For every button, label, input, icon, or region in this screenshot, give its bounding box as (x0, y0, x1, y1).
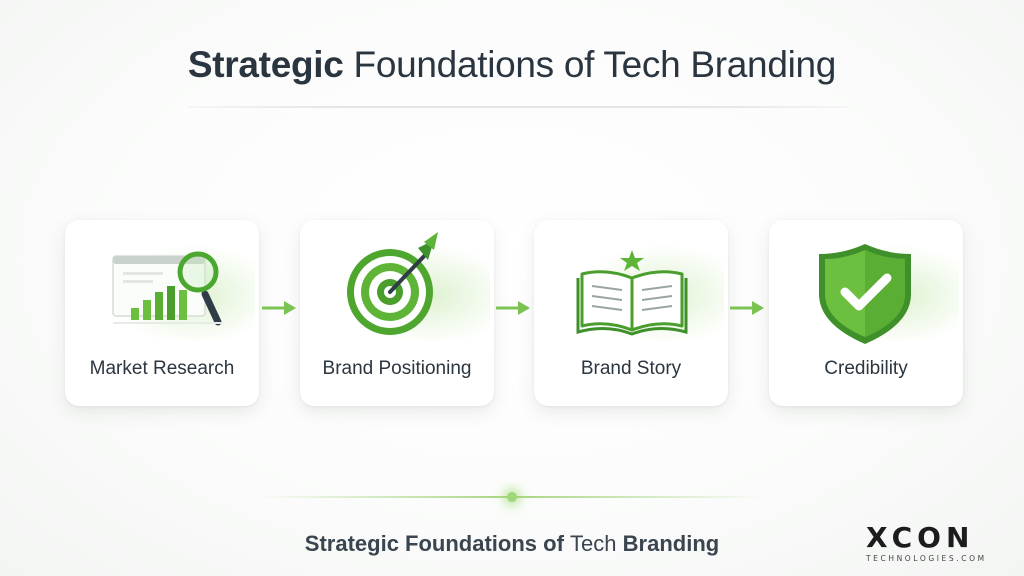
logo-subtitle: TECHNOLOGIES.COM (866, 554, 987, 563)
arrow-right-icon (262, 301, 296, 315)
title-divider (188, 106, 850, 108)
page-title: Strategic Foundations of Tech Branding (187, 44, 837, 85)
arrow-right-icon (496, 301, 530, 315)
card-market-research: Market Research (65, 220, 259, 406)
arrow-right-icon (730, 301, 764, 315)
xcon-logo: XCON TECHNOLOGIES.COM (866, 521, 1006, 564)
target-arrow-icon (347, 232, 438, 335)
logo-wordmark: XCON (866, 521, 975, 554)
card-label: Market Research (89, 358, 235, 379)
card-brand-story: Brand Story (534, 220, 728, 406)
card-brand-positioning: Brand Positioning (300, 220, 494, 406)
magnifier-bar-chart-icon (112, 251, 223, 326)
card-label: Brand Story (580, 358, 682, 379)
glow-dot (507, 492, 517, 502)
shield-check-icon (819, 244, 911, 344)
open-book-star-icon (576, 250, 688, 336)
card-credibility: Credibility (769, 220, 963, 406)
bottom-caption: Strategic Foundations of Tech Branding (304, 531, 720, 556)
card-label: Credibility (824, 358, 908, 379)
card-label: Brand Positioning (322, 358, 472, 379)
